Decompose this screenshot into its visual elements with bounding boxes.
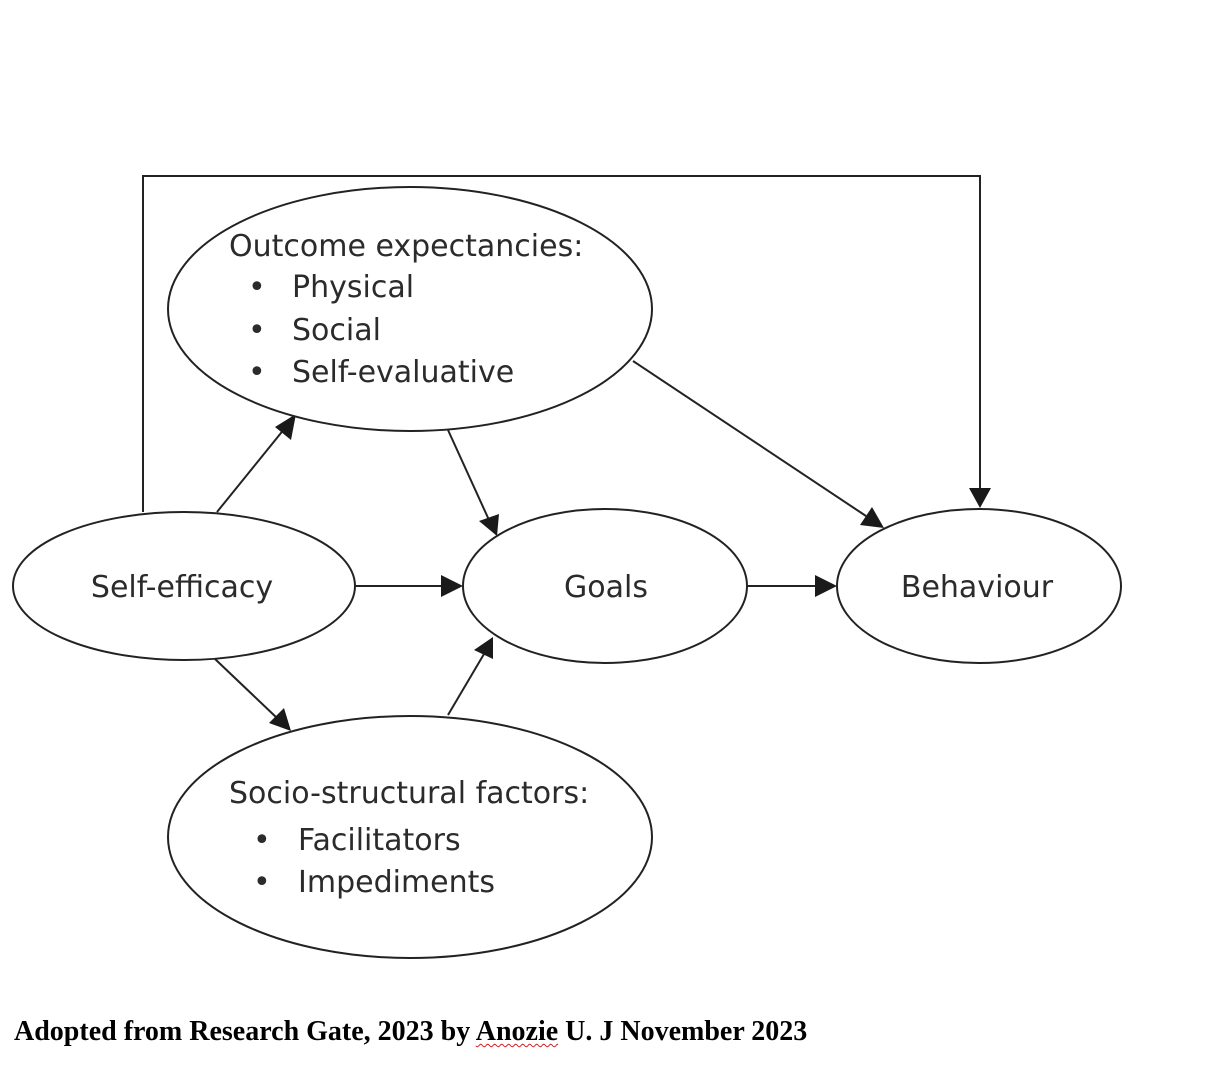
socio-item-facilitators: Facilitators xyxy=(298,823,461,858)
edge-self-efficacy-to-behaviour xyxy=(142,175,981,512)
outcome-item-physical: Physical xyxy=(292,270,414,305)
outcome-item-self-evaluative: Self-evaluative xyxy=(292,355,514,390)
arrowhead-behaviour-left-top xyxy=(860,507,884,528)
socio-bullet-facilitators: • xyxy=(253,823,271,858)
caption-text-after: U. J November 2023 xyxy=(558,1016,808,1047)
arrowhead-socio xyxy=(269,708,291,731)
self-efficacy-label: Self-efficacy xyxy=(91,570,273,605)
edge-socio-to-goals xyxy=(447,653,485,716)
source-caption: Adopted from Research Gate, 2023 by Anoz… xyxy=(14,1016,807,1048)
edge-outcome-to-behaviour xyxy=(632,360,867,517)
arrowhead-outcome xyxy=(275,414,296,440)
node-behaviour: Behaviour xyxy=(836,508,1122,664)
goals-label: Goals xyxy=(564,570,648,605)
arrowhead-goals-bottom xyxy=(474,637,493,659)
arrowhead-behaviour-top xyxy=(969,488,991,508)
outcome-bullet-social: • xyxy=(248,313,266,348)
outcome-title: Outcome expectancies: xyxy=(229,229,583,264)
node-outcome-expectancies: Outcome expectancies: • Physical • Socia… xyxy=(167,186,653,432)
socio-title: Socio-structural factors: xyxy=(229,776,589,811)
arrowhead-behaviour-left xyxy=(815,575,837,597)
socio-bullet-impediments: • xyxy=(253,865,271,900)
edge-self-efficacy-to-socio xyxy=(214,658,278,719)
arrowhead-goals-left xyxy=(441,575,463,597)
outcome-bullet-self-evaluative: • xyxy=(248,355,266,390)
caption-text-before: Adopted from Research Gate, 2023 by xyxy=(14,1016,476,1047)
node-goals: Goals xyxy=(462,508,748,664)
caption-author: Anozie xyxy=(475,1016,559,1047)
outcome-item-social: Social xyxy=(292,313,381,348)
socio-item-impediments: Impediments xyxy=(298,865,495,900)
outcome-bullet-physical: • xyxy=(248,270,266,305)
arrowhead-goals-top xyxy=(479,514,499,536)
diagram-canvas: Outcome expectancies: • Physical • Socia… xyxy=(12,175,1122,959)
edge-self-efficacy-to-outcome xyxy=(216,427,286,513)
node-self-efficacy: Self-efficacy xyxy=(12,511,356,661)
node-socio-structural-factors: Socio-structural factors: • Facilitators… xyxy=(167,715,653,959)
edge-outcome-to-goals xyxy=(447,429,490,521)
behaviour-label: Behaviour xyxy=(901,570,1054,605)
